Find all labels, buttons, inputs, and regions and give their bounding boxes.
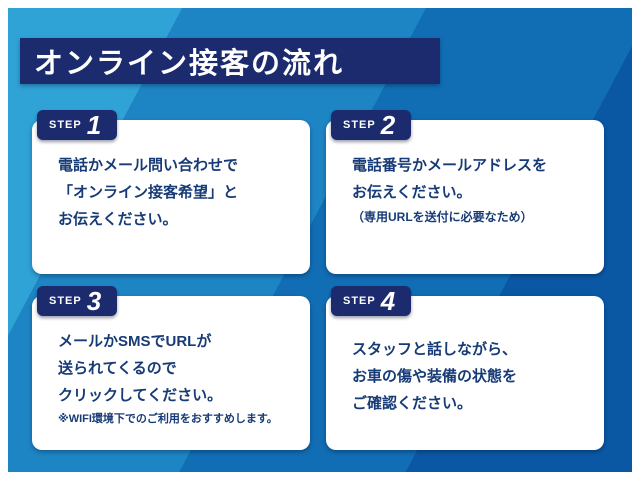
step-badge-label: STEP [49,119,82,131]
step-text-line: スタッフと話しながら、 [352,341,518,358]
step-badge-label: STEP [49,295,82,307]
step-card-body: 電話かメール問い合わせで 「オンライン接客希望」と お伝えください。 [32,120,310,233]
header-banner: オンライン接客の流れ [20,38,440,84]
step-badge-1: STEP 1 [37,110,118,140]
step-text-line: 電話かメール問い合わせで [58,157,239,174]
step-card-body: 電話番号かメールアドレスを お伝えください。 （専用URLを送付に必要なため） [326,120,604,229]
step-text-line: お伝えください。 [352,184,472,201]
step-note: （専用URLを送付に必要なため） [352,210,533,224]
step-text-line: 電話番号かメールアドレスを [352,157,548,174]
page-title: オンライン接客の流れ [34,48,345,80]
step-text-line: クリックしてください。 [58,387,223,404]
step-text-line: お伝えください。 [58,211,178,228]
step-badge-label: STEP [343,119,376,131]
step-card-3: STEP 3 メールかSMSでURLが 送られてくるので クリックしてください。… [32,286,310,450]
step-badge-2: STEP 2 [331,110,412,140]
step-badge-number: 3 [86,286,102,316]
step-text-line: メールかSMSでURLが [58,333,212,350]
step-badge-number: 4 [380,286,396,316]
step-badge-4: STEP 4 [331,286,412,316]
step-text-line: 「オンライン接客希望」と [58,184,239,201]
step-badge-3: STEP 3 [37,286,118,316]
step-card-body: スタッフと話しながら、 お車の傷や装備の状態を ご確認ください。 [326,296,604,417]
step-text-line: お車の傷や装備の状態を [352,368,518,385]
step-badge-label: STEP [343,295,376,307]
step-badge-number: 2 [380,110,396,140]
step-text-line: ご確認ください。 [352,395,473,412]
step-badge-number: 1 [86,110,102,140]
step-card-2: STEP 2 電話番号かメールアドレスを お伝えください。 （専用URLを送付に… [326,110,604,274]
step-card-4: STEP 4 スタッフと話しながら、 お車の傷や装備の状態を ご確認ください。 [326,286,604,450]
page-background: オンライン接客の流れ STEP 1 電話かメール問い合わせで 「オンライン接客希… [8,8,632,472]
step-text-line: 送られてくるので [58,360,177,377]
step-card-1: STEP 1 電話かメール問い合わせで 「オンライン接客希望」と お伝えください… [32,110,310,274]
step-card-body: メールかSMSでURLが 送られてくるので クリックしてください。 ※WIFI環… [32,296,310,430]
step-note: ※WIFI環境下でのご利用をおすすめします。 [58,413,278,425]
